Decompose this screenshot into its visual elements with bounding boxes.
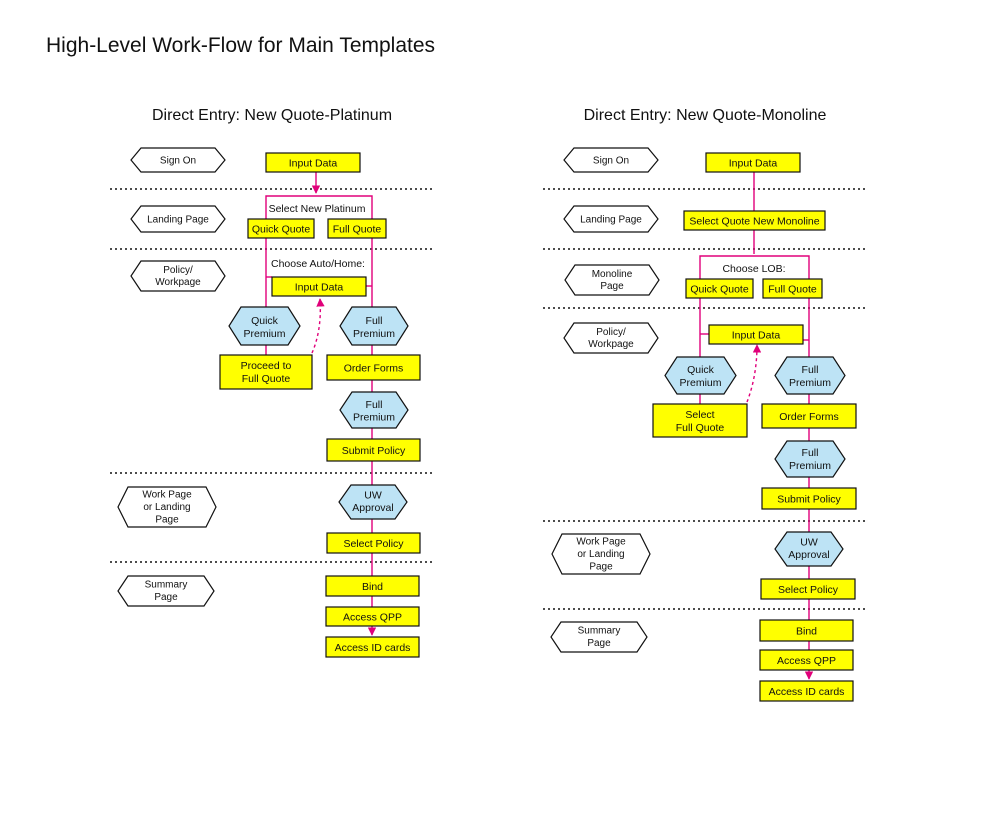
svg-text:Select Policy: Select Policy (778, 584, 839, 596)
svg-text:Input Data: Input Data (729, 158, 778, 170)
left-stage-landing-page: Landing Page (130, 205, 226, 233)
svg-text:Select Quote New Monoline: Select Quote New Monoline (689, 216, 819, 228)
svg-text:Order Forms: Order Forms (779, 411, 839, 423)
left-full-quote-box: Full Quote (327, 218, 387, 239)
svg-text:Access QPP: Access QPP (777, 655, 836, 667)
page-title: High-Level Work-Flow for Main Templates (46, 34, 435, 57)
right-select-quote-monoline-box: Select Quote New Monoline (683, 210, 826, 231)
svg-text:Policy/Workpage: Policy/Workpage (155, 265, 201, 288)
right-input-data-box: Input Data (705, 152, 801, 173)
right-choose-lob: Choose LOB: (722, 263, 785, 275)
right-quick-quote-box: Quick Quote (685, 278, 754, 299)
svg-text:Full Quote: Full Quote (333, 224, 382, 236)
svg-text:Submit Policy: Submit Policy (342, 445, 406, 457)
left-choose-auto-home: Choose Auto/Home: (271, 258, 365, 270)
right-flow-lines (699, 172, 814, 680)
left-quick-quote-box: Quick Quote (247, 218, 315, 239)
svg-text:Landing Page: Landing Page (580, 215, 642, 226)
svg-text:Full Quote: Full Quote (768, 284, 817, 296)
svg-text:Access ID cards: Access ID cards (335, 642, 411, 654)
left-submit-policy-box: Submit Policy (326, 438, 421, 462)
svg-text:Input Data: Input Data (289, 158, 338, 170)
svg-text:Quick Quote: Quick Quote (690, 284, 749, 296)
right-full-quote-box: Full Quote (762, 278, 823, 299)
left-flow-lines (265, 172, 377, 636)
svg-text:Sign On: Sign On (593, 156, 629, 167)
right-access-qpp-box: Access QPP (759, 649, 854, 671)
svg-text:Sign On: Sign On (160, 156, 196, 167)
svg-text:Submit Policy: Submit Policy (777, 494, 841, 506)
left-access-qpp-box: Access QPP (325, 606, 420, 627)
right-order-forms-box: Order Forms (761, 403, 857, 429)
svg-text:Input Data: Input Data (295, 282, 344, 294)
svg-text:Bind: Bind (796, 626, 817, 638)
left-bind-box: Bind (325, 575, 420, 597)
right-stage-policy-workpage: Policy/Workpage (563, 322, 659, 354)
left-select-policy-box: Select Policy (326, 532, 421, 554)
left-input-data-box-2: Input Data (271, 276, 367, 297)
svg-text:Bind: Bind (362, 581, 383, 593)
right-select-policy-box: Select Policy (760, 578, 856, 600)
svg-text:Access QPP: Access QPP (343, 612, 402, 624)
right-stage-sign-on: Sign On (563, 147, 659, 173)
left-select-new-platinum: Select New Platinum (269, 203, 366, 215)
left-access-id-cards-box: Access ID cards (325, 636, 420, 658)
svg-text:Order Forms: Order Forms (344, 363, 404, 375)
left-input-data-box: Input Data (265, 152, 361, 173)
svg-text:Input Data: Input Data (732, 330, 781, 342)
right-input-data-box-2: Input Data (708, 324, 804, 345)
svg-text:Landing Page: Landing Page (147, 215, 209, 226)
right-heading: Direct Entry: New Quote-Monoline (584, 107, 827, 124)
right-bind-box: Bind (759, 619, 854, 642)
right-stage-landing-page: Landing Page (563, 205, 659, 233)
svg-text:Access ID cards: Access ID cards (769, 686, 845, 698)
left-order-forms-box: Order Forms (326, 354, 421, 381)
left-heading: Direct Entry: New Quote-Platinum (152, 107, 392, 124)
svg-text:Quick Quote: Quick Quote (252, 224, 311, 236)
left-stage-sign-on: Sign On (130, 147, 226, 173)
svg-text:Select Policy: Select Policy (343, 538, 404, 550)
svg-text:Policy/Workpage: Policy/Workpage (588, 327, 634, 350)
left-stage-policy-workpage: Policy/Workpage (130, 260, 226, 292)
right-access-id-cards-box: Access ID cards (759, 680, 854, 702)
right-submit-policy-box: Submit Policy (761, 487, 857, 510)
